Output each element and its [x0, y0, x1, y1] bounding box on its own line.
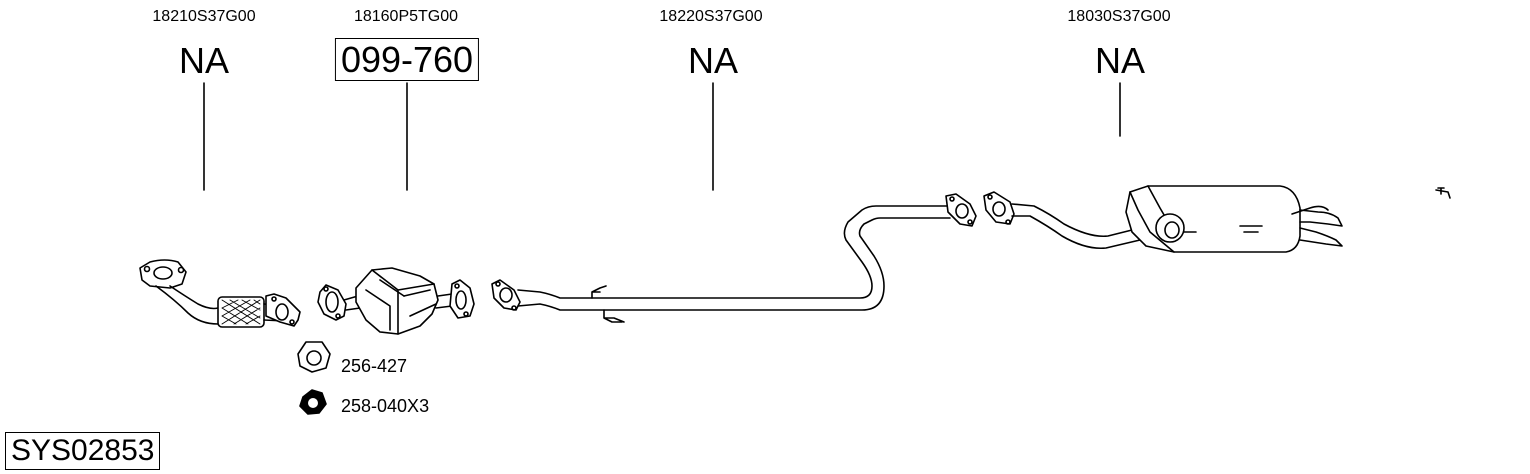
system-id-label: SYS02853	[5, 432, 161, 470]
front-pipe-drawing[interactable]	[139, 259, 301, 328]
nut-icon[interactable]	[299, 389, 327, 415]
part-2-oem-number: 18160P5TG00	[353, 8, 459, 25]
part-1-oem-number: 18210S37G00	[152, 8, 256, 25]
intermediate-pipe-drawing[interactable]	[491, 193, 977, 323]
part-3-code[interactable]: NA	[687, 40, 739, 81]
catalytic-converter-drawing[interactable]	[317, 267, 475, 335]
part-2-code[interactable]: 099-760	[334, 38, 480, 81]
part-1-code[interactable]: NA	[178, 40, 230, 81]
rear-muffler-drawing[interactable]	[983, 185, 1451, 253]
leader-lines	[203, 82, 1121, 191]
part-3-oem-number: 18220S37G00	[659, 8, 763, 25]
gasket-part-label[interactable]: 256-427	[341, 356, 408, 376]
part-4-oem-number: 18030S37G00	[1067, 8, 1171, 25]
gasket-icon[interactable]	[297, 341, 331, 373]
nut-part-label[interactable]: 258-040X3	[341, 396, 430, 416]
part-4-code[interactable]: NA	[1094, 40, 1146, 81]
